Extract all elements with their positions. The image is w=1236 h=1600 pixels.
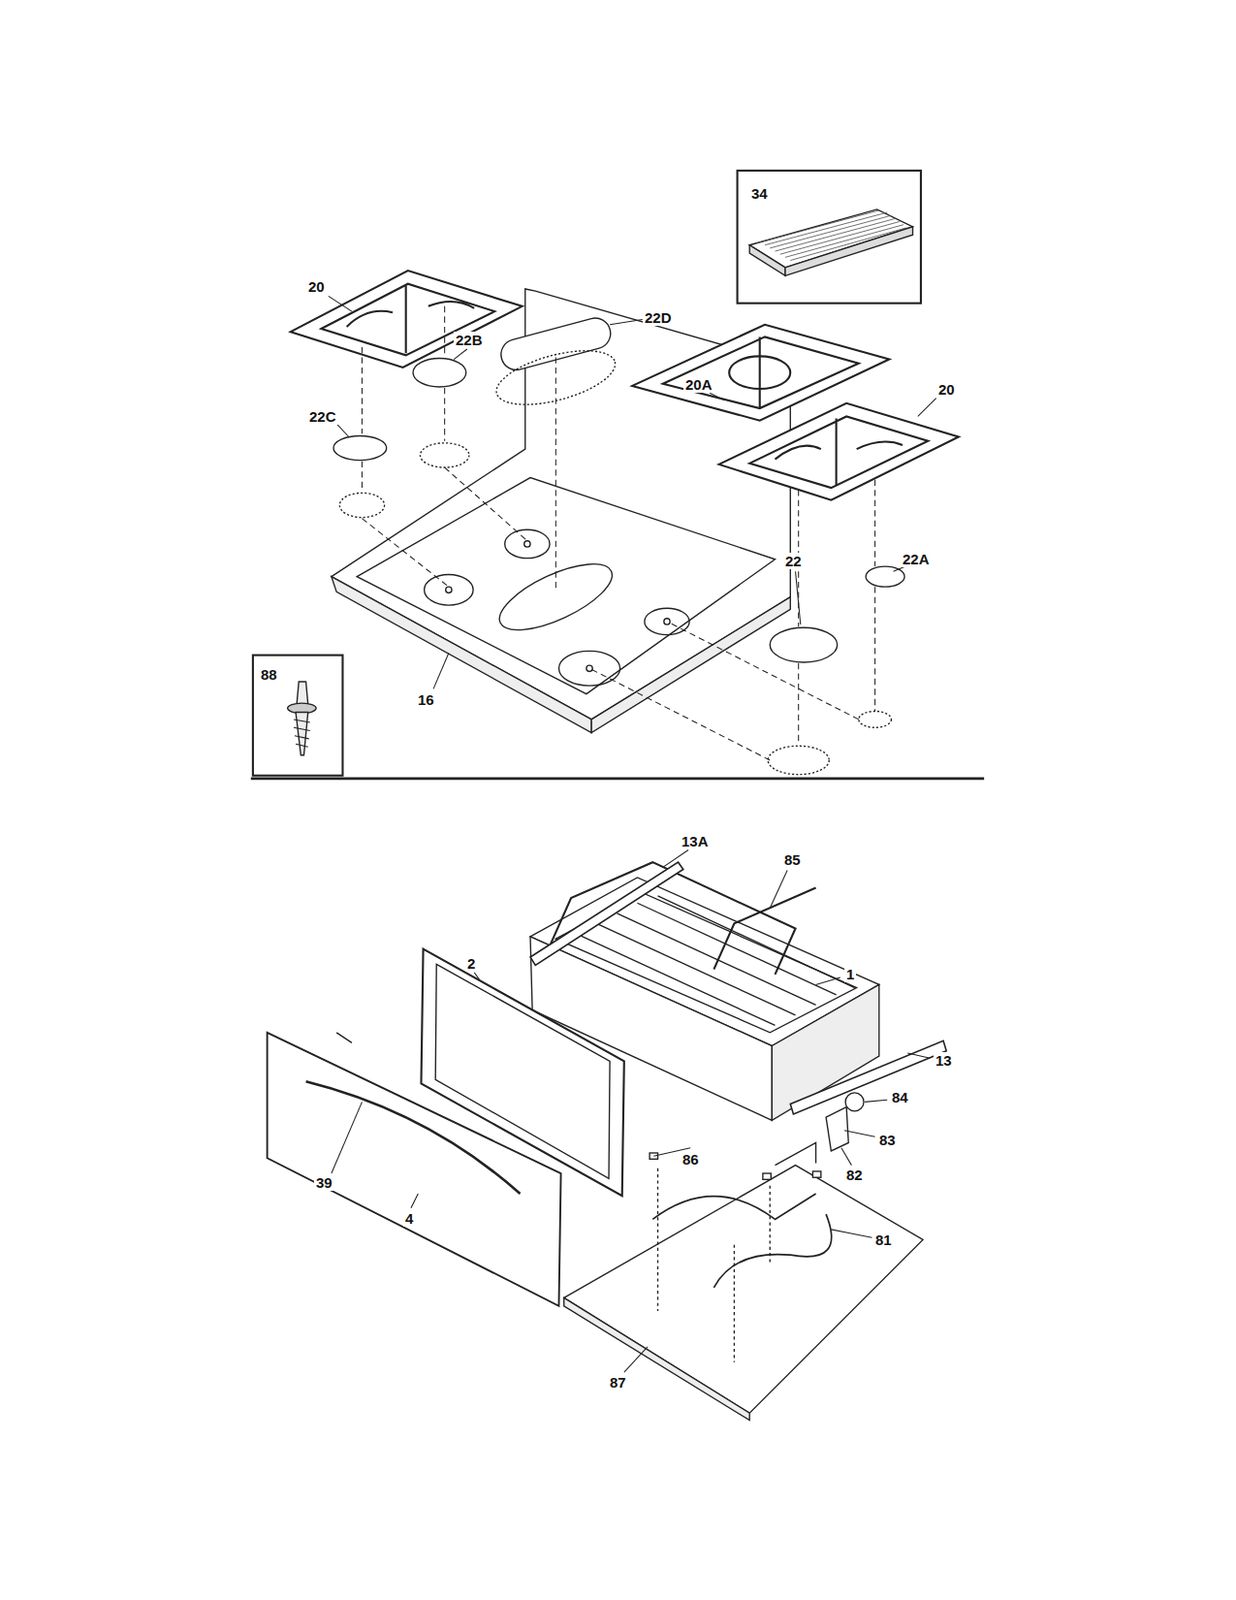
callout-number: 83 <box>877 1131 898 1148</box>
burner-caps <box>333 315 905 775</box>
callout-number: 22 <box>783 552 804 570</box>
callout-number: 87 <box>607 1373 629 1391</box>
callout-number: 22C <box>307 408 339 425</box>
callout-number: 34 <box>749 185 770 202</box>
callout-number: 85 <box>782 851 803 868</box>
callout-number: 81 <box>873 1231 894 1248</box>
callout-number: 22D <box>642 309 674 326</box>
callout-number: 39 <box>314 1173 335 1191</box>
callout-number: 84 <box>889 1088 911 1106</box>
callout-number: 13 <box>933 1051 954 1069</box>
callout-number: 82 <box>844 1166 865 1183</box>
dashed-guides <box>361 306 875 761</box>
leader-lines <box>328 295 937 1372</box>
panels <box>267 949 625 1306</box>
grates <box>290 270 959 501</box>
screw <box>287 681 317 756</box>
callout-number: 20 <box>936 380 957 398</box>
callout-number: 16 <box>415 691 437 708</box>
callout-number: 1 <box>844 965 856 983</box>
callout-number: 22A <box>900 550 932 568</box>
callout-number: 20A <box>683 376 715 393</box>
callout-number: 13A <box>679 832 711 850</box>
callout-number: 22B <box>453 331 485 349</box>
griddle <box>749 209 913 276</box>
callout-number: 20 <box>306 278 327 295</box>
callout-number: 4 <box>403 1209 415 1227</box>
callout-number: 86 <box>680 1150 701 1168</box>
callout-number: 2 <box>465 954 477 972</box>
callout-number: 88 <box>258 665 280 683</box>
pan-and-element <box>564 1092 923 1421</box>
